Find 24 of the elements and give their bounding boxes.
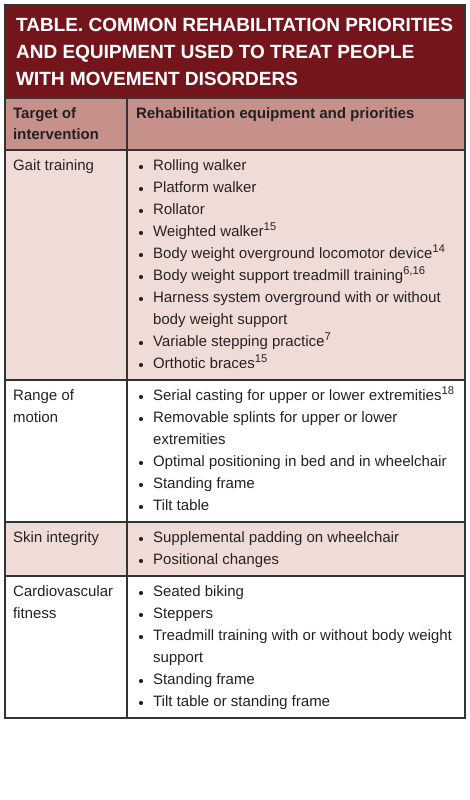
column-header: Rehabilitation equipment and priorities [135,104,416,124]
list-item: Rolling walker [153,156,246,176]
list-item: Variable stepping practice$^{7}$ [153,331,331,352]
list-item: Tilt table or standing frame [153,692,330,712]
list-item: Body weight overground locomotor device$^{14}$ [153,243,445,264]
list-item: Steppers [153,604,214,624]
list-item: Platform walker [153,178,256,198]
list-item: Standing frame [153,474,255,494]
list-item: Optimal positioning in bed and in wheelchair [153,452,447,472]
list-item: Removable splints for upper or lower extremities [153,408,398,450]
list-item: Orthotic braces$^{15}$ [153,353,268,374]
list-item: Standing frame [153,670,255,690]
list-item: Weighted walker$^{15}$ [153,221,276,242]
table-title: TABLE. COMMON REHABILITATION PRIORITIES AND EQUIPMENT USED TO TREAT PEOPLE WITH MOVEMENT DISORDERS [6,6,464,97]
table-cell: Cardiovascular fitness [6,577,128,717]
list-item: Treadmill training with or without body weight support [153,626,453,668]
list-item: Seated biking [153,582,244,602]
list-item: Supplemental padding on wheelchair [153,528,400,548]
list-item: Tilt table [153,496,210,516]
list-item: Serial casting for upper or lower extremities$^{18}$ [153,385,454,406]
list-item: Body weight support treadmill training$^{6,16}$ [153,265,426,286]
list-item: Rollator [153,200,205,220]
list-item: Positional changes [153,550,279,570]
list-item: Harness system overground with or without body weight support [153,288,442,330]
